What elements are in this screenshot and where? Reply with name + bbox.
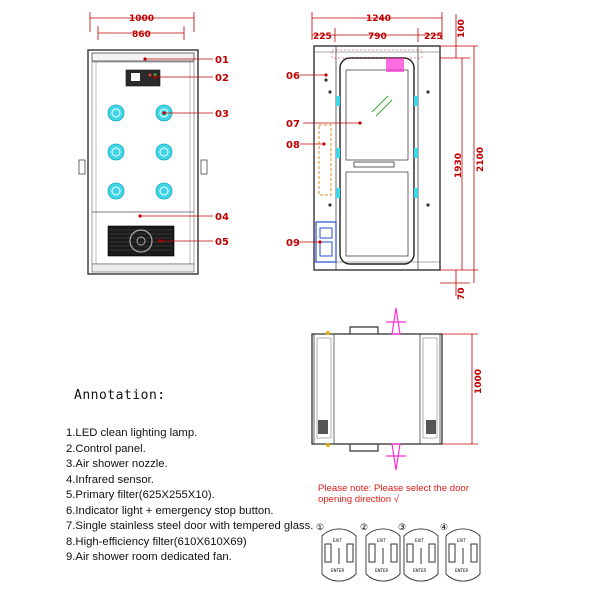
annotation-item: 3.Air shower nozzle. [66, 458, 168, 470]
fan-icon [129, 229, 153, 253]
side-dim-total-height: 2100 [476, 147, 486, 172]
option-marker: ② [360, 523, 368, 533]
callout-05: 05 [215, 237, 229, 248]
front-dim-total-label: 1000 [129, 14, 154, 24]
door-swing-marks [386, 307, 406, 471]
door-direction-options: ① EXIT ENTER ② EXIT ENTER ③ EXIT ENTER ④ [316, 523, 481, 582]
door-option-2[interactable]: ② EXIT ENTER [360, 523, 401, 582]
svg-text:ENTER: ENTER [375, 568, 388, 573]
annotation-item: 2.Control panel. [66, 442, 146, 455]
front-dim-inner [97, 26, 185, 40]
svg-text:ENTER: ENTER [413, 568, 426, 573]
top-view: 1000 [311, 307, 484, 471]
nozzle-icon [155, 143, 173, 161]
door-upper-glass [345, 69, 409, 161]
nozzle-icon [107, 143, 125, 161]
nozzle-icon [107, 104, 125, 122]
svg-text:EXIT: EXIT [457, 538, 466, 543]
door-option-1[interactable]: ① EXIT ENTER [316, 523, 357, 582]
front-dim-total [89, 12, 195, 32]
option-marker: ④ [440, 523, 448, 533]
top-outline [311, 333, 443, 445]
top-dim-depth: 1000 [474, 369, 484, 394]
side-dim-bottom: 70 [457, 287, 467, 300]
side-nozzles [336, 96, 418, 198]
front-view: 1000 860 [78, 12, 229, 275]
indicator-light [386, 58, 404, 72]
callout-08: 08 [286, 140, 300, 151]
side-dim-top: 100 [457, 19, 467, 38]
callout-01: 01 [215, 55, 229, 66]
annotation-item: 7.Single stainless steel door with tempe… [66, 520, 314, 532]
callout-09: 09 [286, 238, 300, 249]
svg-text:ENTER: ENTER [331, 568, 344, 573]
door-direction-note: Please note: Please select the door open… [318, 483, 469, 505]
side-dim-total-label: 1240 [366, 14, 391, 24]
annotation-item: 6.Indicator light + emergency stop butto… [66, 504, 274, 517]
side-dim-door-height: 1930 [454, 153, 464, 178]
door-option-3[interactable]: ③ EXIT ENTER [398, 523, 439, 582]
callout-03: 03 [215, 109, 229, 120]
callout-07: 07 [286, 119, 300, 130]
door-option-4[interactable]: ④ EXIT ENTER [440, 523, 481, 582]
annotation-item: 1.LED clean lighting lamp. [66, 427, 198, 439]
option-marker: ① [316, 523, 324, 533]
annotation-list: 1.LED clean lighting lamp. 2.Control pan… [66, 426, 316, 566]
svg-text:EXIT: EXIT [333, 538, 342, 543]
callout-06: 06 [286, 71, 300, 82]
option-marker: ③ [398, 523, 406, 533]
side-view: 1240 225 790 225 [286, 12, 486, 300]
annotation-item: 9.Air shower room dedicated fan. [66, 551, 232, 563]
annotation-item: 5.Primary filter(625X255X10). [66, 489, 215, 501]
annotation-item: 8.High-efficiency filter(610X610X69) [66, 535, 247, 548]
side-dim-left: 225 [313, 32, 332, 42]
annotation-item: 4.Infrared sensor. [66, 473, 154, 486]
front-dim-inner-label: 860 [132, 30, 151, 40]
front-cabinet-outline [87, 49, 199, 275]
callout-04: 04 [215, 212, 229, 223]
led-lamp [91, 52, 195, 62]
nozzle-icon [155, 182, 173, 200]
callout-02: 02 [215, 73, 229, 84]
hepa-filter [318, 124, 332, 196]
door-frame [339, 57, 415, 265]
door-lower-glass [345, 171, 409, 257]
side-dim-middle: 790 [368, 32, 387, 42]
side-cabinet-outline [313, 45, 441, 271]
nozzle-icon [107, 182, 125, 200]
svg-text:EXIT: EXIT [415, 538, 424, 543]
air-nozzles [107, 104, 173, 200]
side-dim-right: 225 [424, 32, 443, 42]
annotation-title: Annotation: [74, 388, 166, 403]
svg-text:ENTER: ENTER [455, 568, 468, 573]
door-handle [353, 161, 395, 168]
svg-text:EXIT: EXIT [377, 538, 386, 543]
